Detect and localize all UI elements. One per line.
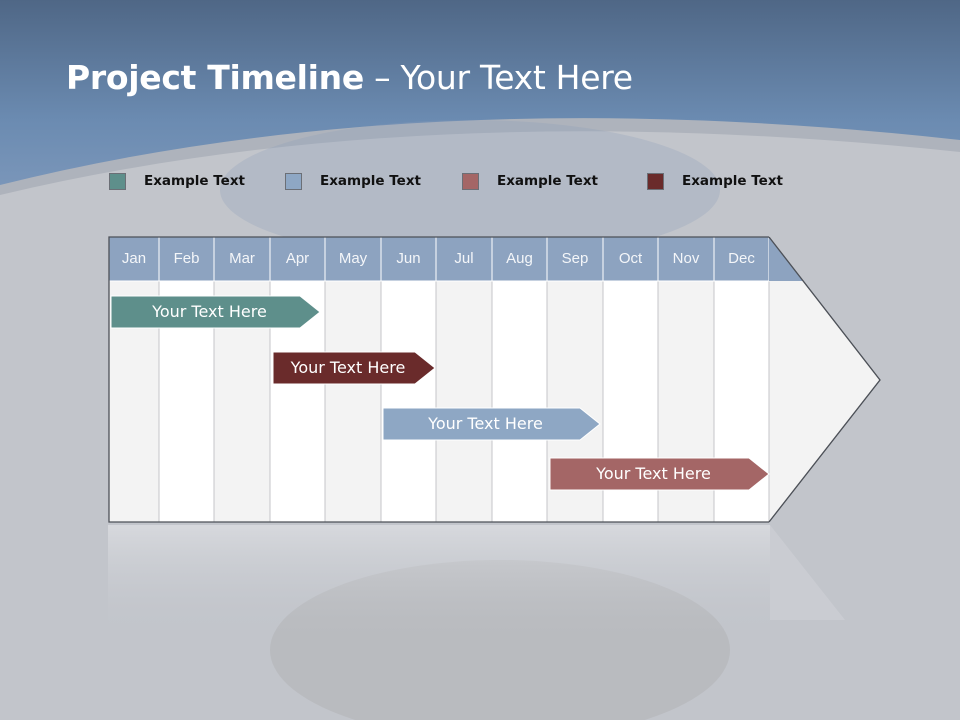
month-header-cell — [602, 236, 659, 282]
month-column — [435, 280, 493, 523]
task-arrow — [110, 295, 321, 329]
month-label-may: May — [338, 250, 368, 267]
month-header-cell — [713, 236, 770, 282]
timeline-border — [108, 236, 769, 523]
month-header-cell — [213, 236, 271, 282]
legend-swatch — [647, 172, 664, 190]
task-arrow — [272, 351, 436, 385]
month-header-cell — [158, 236, 215, 282]
month-label-jun: Jun — [396, 250, 421, 267]
month-header-cell — [269, 236, 326, 282]
month-label-jan: Jan — [121, 250, 147, 267]
title-subtitle: – Your Text Here — [363, 58, 633, 97]
month-label-jul: Jul — [454, 250, 474, 267]
month-label-apr: Apr — [285, 250, 310, 267]
reflection-fade — [108, 525, 770, 635]
legend-swatch — [109, 172, 126, 190]
task-label: Your Text Here — [290, 358, 406, 377]
task-label: Your Text Here — [428, 414, 543, 433]
month-label-aug: Aug — [506, 250, 533, 267]
month-header-cell — [657, 236, 715, 282]
title-bold: Project Timeline — [66, 58, 364, 97]
legend-item: Example Text — [462, 170, 598, 192]
month-header-cell — [435, 236, 493, 282]
month-label-oct: Oct — [618, 250, 643, 267]
legend-label: Example Text — [682, 173, 783, 189]
month-label-nov: Nov — [672, 250, 700, 267]
month-label-dec: Dec — [728, 250, 755, 267]
task-label: Your Text Here — [596, 464, 711, 483]
task-arrow — [382, 407, 601, 441]
page-title: Project Timeline – Your Text Here — [66, 58, 633, 97]
month-column — [324, 280, 382, 523]
legend-item: Example Text — [109, 170, 245, 192]
month-header-cell — [491, 236, 548, 282]
legend-item: Example Text — [285, 170, 421, 192]
legend-label: Example Text — [497, 173, 598, 189]
faded-photo-shape — [220, 120, 720, 260]
month-label-sep: Sep — [561, 250, 589, 267]
legend-label: Example Text — [144, 173, 245, 189]
legend-swatch — [285, 172, 302, 190]
task-label: Your Text Here — [152, 302, 267, 321]
month-column — [380, 280, 437, 523]
task-arrow — [549, 457, 770, 491]
legend-item: Example Text — [647, 170, 783, 192]
month-header-cell — [324, 236, 382, 282]
month-label-mar: Mar — [229, 250, 255, 267]
arrow-head-outline — [768, 236, 881, 523]
legend-label: Example Text — [320, 173, 421, 189]
reflection-arrow — [770, 525, 845, 620]
legend-swatch — [462, 172, 479, 190]
month-label-feb: Feb — [173, 250, 200, 267]
month-column — [491, 280, 548, 523]
